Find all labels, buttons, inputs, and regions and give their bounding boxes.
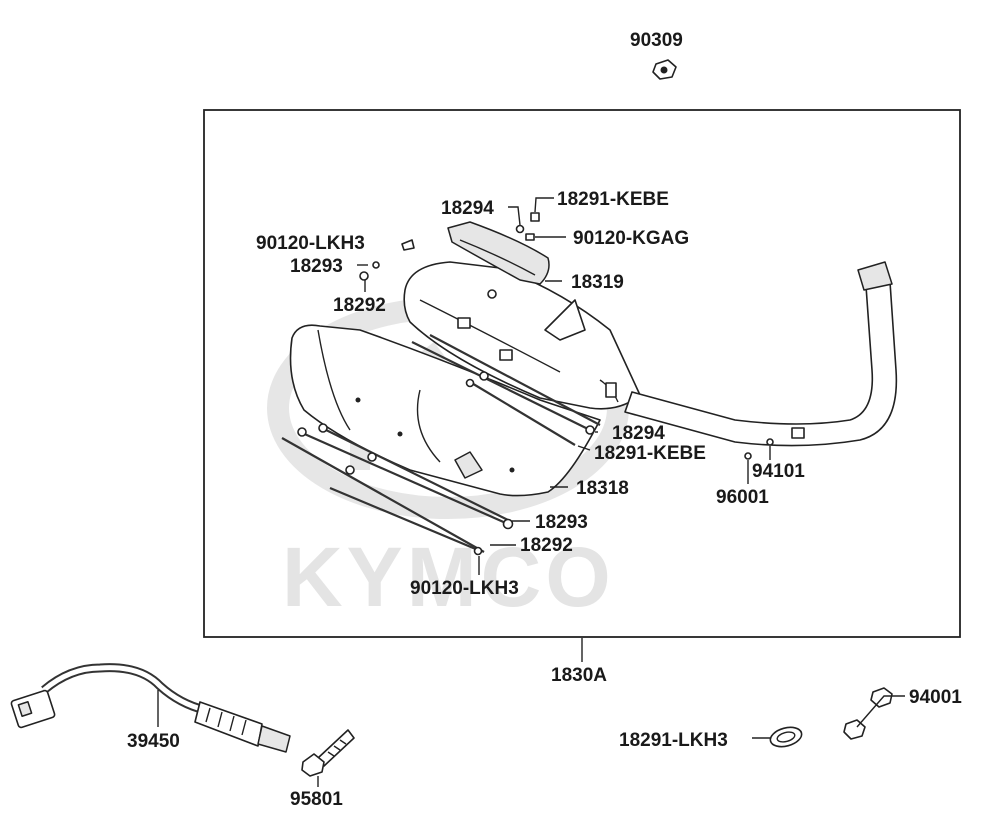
label-18291-kebe-top: 18291-KEBE: [557, 189, 669, 210]
heat-shield-18319[interactable]: [447, 221, 550, 299]
muffler-cover-18318[interactable]: [289, 324, 601, 497]
label-96001: 96001: [716, 487, 769, 508]
label-1830a: 1830A: [551, 665, 607, 686]
label-90120-lkh3-top: 90120-LKH3: [256, 233, 365, 254]
label-18292-top: 18292: [333, 295, 386, 316]
watermark-text: KYMCO: [282, 530, 615, 624]
label-18318: 18318: [576, 478, 629, 499]
label-90309: 90309: [630, 30, 683, 51]
exhaust-pipe[interactable]: [624, 261, 898, 447]
top-fasteners: [359, 212, 774, 460]
label-18294-mid: 18294: [612, 423, 665, 444]
label-18294-top: 18294: [441, 198, 494, 219]
part-labels: 90309 18294 18291-KEBE 90120-LKH3 90120-…: [127, 30, 962, 810]
label-90120-lkh3-bot: 90120-LKH3: [410, 578, 519, 599]
label-18292-bot: 18292: [520, 535, 573, 556]
label-94101: 94101: [752, 461, 805, 482]
label-18319: 18319: [571, 272, 624, 293]
oxygen-sensor-39450[interactable]: [10, 663, 291, 753]
gasket-18291-lkh3[interactable]: [752, 724, 804, 750]
nut-90309[interactable]: [652, 59, 677, 80]
muffler-body[interactable]: [403, 261, 641, 410]
label-90120-kgag: 90120-KGAG: [573, 228, 689, 249]
leader-lines: [357, 197, 771, 662]
label-94001: 94001: [909, 687, 962, 708]
label-18293-bot: 18293: [535, 512, 588, 533]
mounting-rods: [281, 334, 601, 556]
assembly-frame: [203, 109, 961, 638]
label-39450: 39450: [127, 731, 180, 752]
label-18291-lkh3: 18291-LKH3: [619, 730, 728, 751]
label-18291-kebe-mid: 18291-KEBE: [594, 443, 706, 464]
nuts-94001[interactable]: [843, 687, 905, 740]
label-95801: 95801: [290, 789, 343, 810]
label-18293-top: 18293: [290, 256, 343, 277]
bolt-95801[interactable]: [301, 729, 355, 787]
